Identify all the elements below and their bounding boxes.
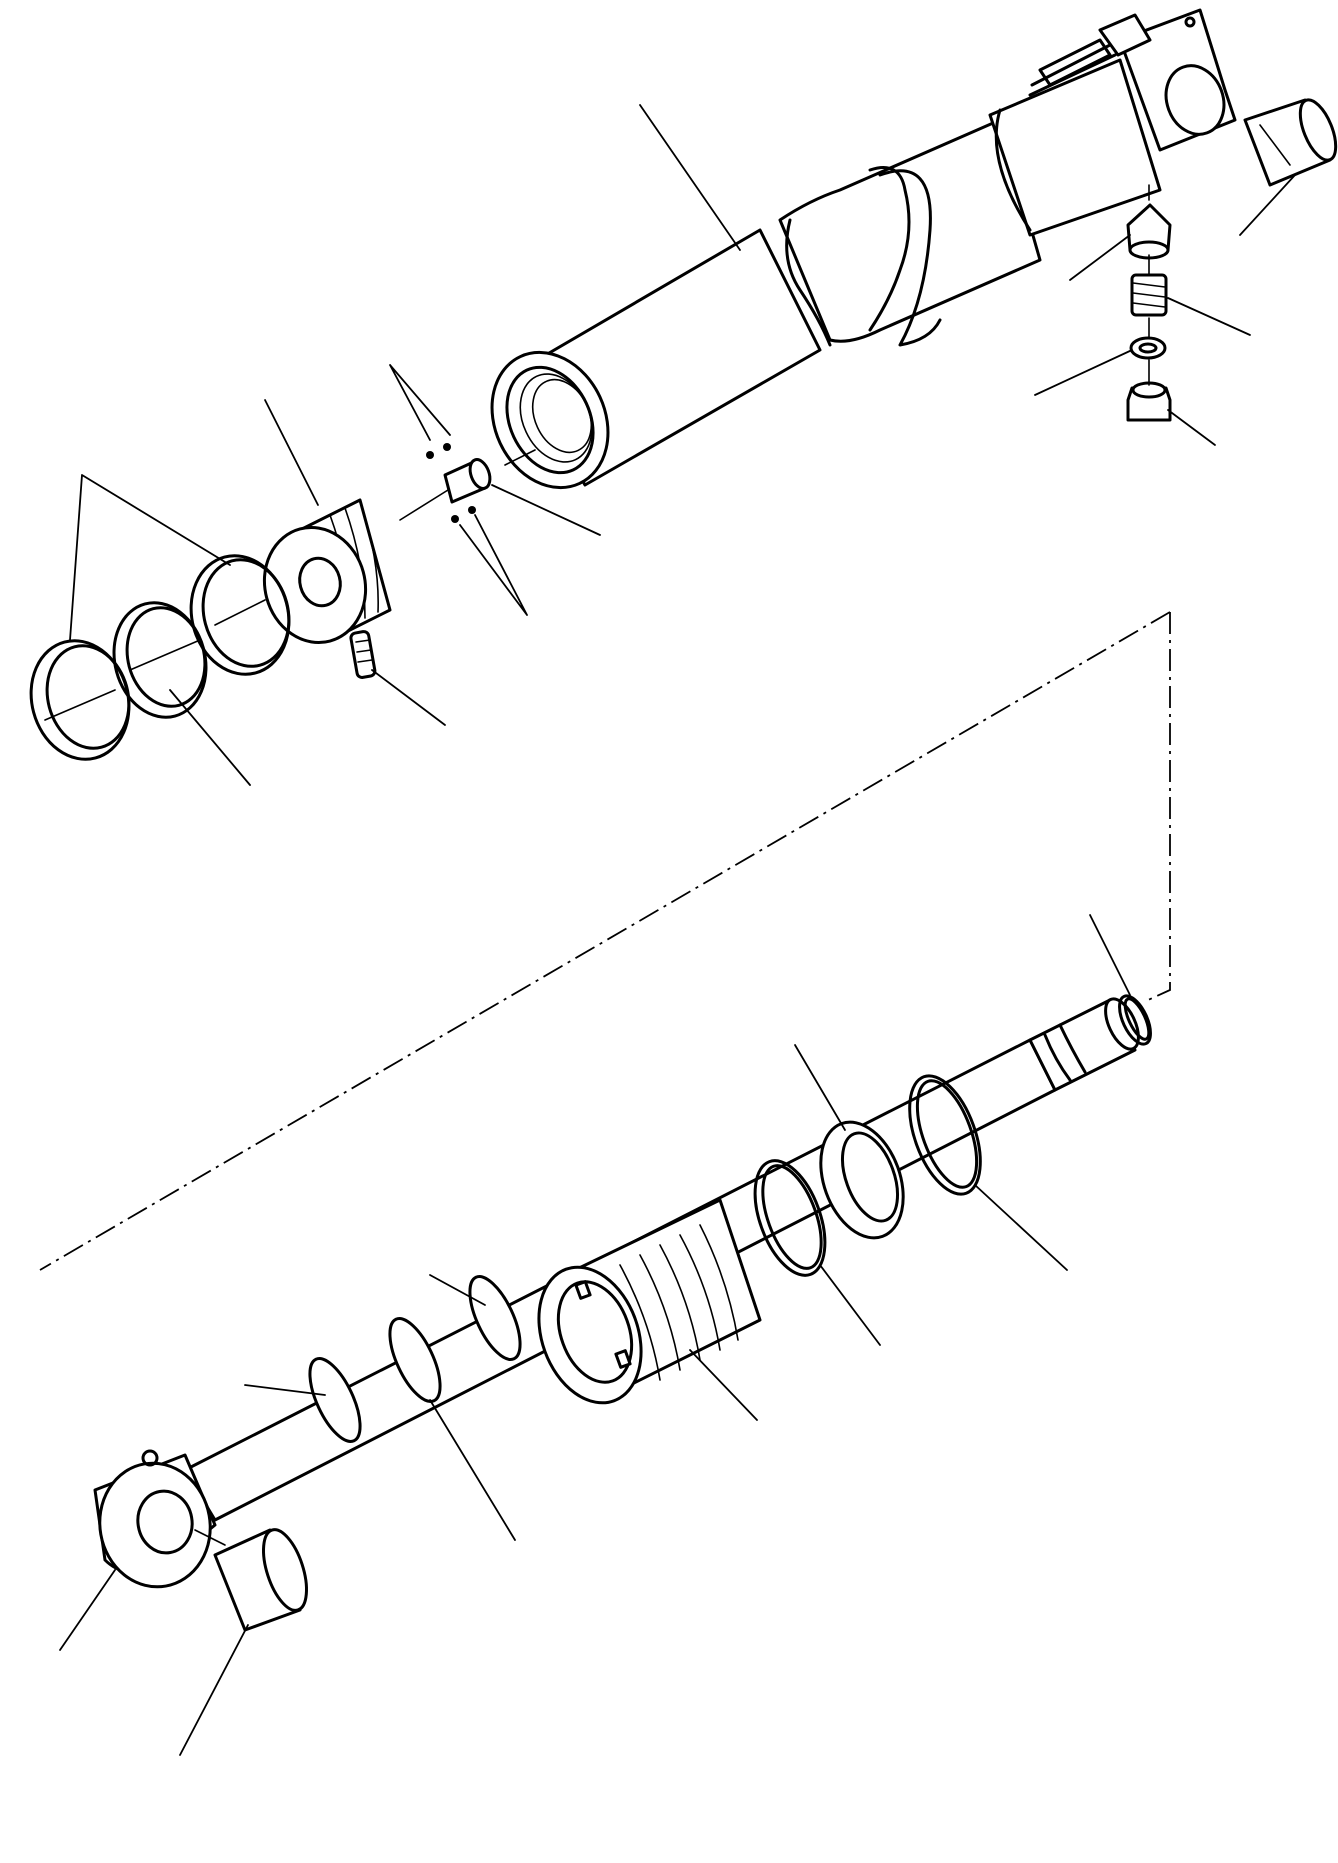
rod-seal-1: [308, 1317, 442, 1443]
assembly-centerlines: [39, 184, 1171, 1546]
leader-lines: [59, 104, 1296, 1756]
piston-wear-ring: [112, 601, 208, 719]
nut-balls-lower: [451, 506, 476, 523]
nut-balls-upper: [426, 443, 451, 459]
rod-o-ring-end: [1118, 994, 1152, 1046]
piston-nut: [443, 458, 492, 504]
rod-backup-ring: [908, 1074, 982, 1196]
check-valve-washer: [1129, 336, 1167, 360]
check-valve-poppet: [1126, 203, 1172, 260]
tube-end-pin: [1243, 98, 1338, 187]
cylinder-tube: [490, 8, 1237, 490]
rod-o-ring: [753, 1159, 827, 1277]
check-valve-spring: [1130, 273, 1168, 317]
piston-rings: [29, 554, 291, 761]
rod-seal-2: [468, 1275, 522, 1361]
rod-end-pin: [213, 1528, 308, 1632]
piston-set-screw: [349, 630, 377, 679]
check-valve-plug: [1126, 381, 1172, 422]
cylinder-head: [537, 1198, 762, 1405]
